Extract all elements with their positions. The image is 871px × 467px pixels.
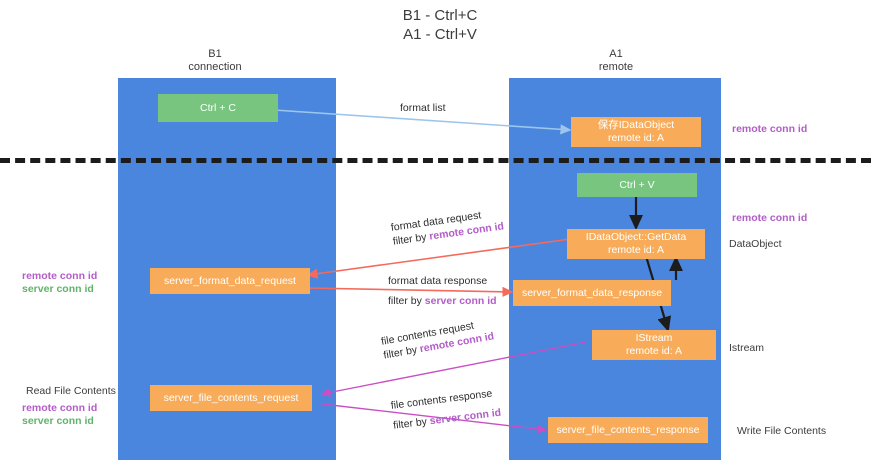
- filter-prefix: filter by: [388, 295, 425, 307]
- edge-file-contents-response: [321, 403, 548, 434]
- section-divider: [0, 158, 871, 163]
- lane-header-a1-line-2: remote: [598, 61, 634, 73]
- node-istream[interactable]: IStream remote id: A: [592, 330, 716, 360]
- edge-label-format-list-text: format list: [400, 102, 446, 114]
- node-save-dataobject[interactable]: 保存IDataObject remote id: A: [571, 117, 701, 147]
- annotation-server-conn-id-left-2: server conn id: [22, 415, 94, 427]
- annotation-remote-conn-id-top: remote conn id: [732, 123, 808, 135]
- node-getdata[interactable]: IDataObject::GetData remote id: A: [567, 229, 705, 259]
- annotation-dataobject: DataObject: [729, 238, 782, 250]
- node-ctrl-c[interactable]: Ctrl + C: [158, 94, 278, 122]
- node-save-dataobject-line-1: 保存IDataObject: [597, 119, 675, 131]
- lane-header-b1: B1 connection: [155, 48, 275, 74]
- node-getdata-line-2: remote id: A: [607, 244, 665, 256]
- node-server-format-data-request[interactable]: server_format_data_request: [150, 268, 310, 294]
- annotation-remote-conn-id-mid: remote conn id: [732, 212, 808, 224]
- filter-target: server conn id: [424, 295, 497, 307]
- edge-file-contents-request: [320, 341, 587, 397]
- diagram-title-line-1: B1 - Ctrl+C: [402, 7, 478, 24]
- node-server-file-contents-request-label: server_file_contents_request: [163, 391, 299, 404]
- edge-label-format-data-response-filter: filter by server conn id: [388, 294, 497, 308]
- node-server-file-contents-response-label: server_file_contents_response: [556, 423, 700, 436]
- annotation-istream: Istream: [729, 342, 765, 354]
- node-server-file-contents-response[interactable]: server_file_contents_response: [548, 417, 708, 443]
- node-istream-line-1: IStream: [635, 332, 673, 344]
- edge-format-data-request: [306, 237, 579, 279]
- edge-label-format-list: format list: [400, 101, 446, 115]
- node-server-file-contents-request[interactable]: server_file_contents_request: [150, 385, 312, 411]
- annotation-read-file-contents: Read File Contents: [26, 385, 116, 397]
- node-ctrl-v-label: Ctrl + V: [619, 178, 655, 191]
- edge-label-format-data-response-text: format data response: [388, 275, 488, 287]
- annotation-write-file-contents: Write File Contents: [737, 425, 827, 437]
- node-save-dataobject-line-2: remote id: A: [607, 132, 665, 144]
- lane-header-a1: A1 remote: [556, 48, 676, 74]
- edge-format-data-response: [307, 286, 514, 297]
- edge-label-format-data-response: format data response filter by server co…: [388, 274, 497, 308]
- edge-format-list: [273, 109, 572, 135]
- node-server-format-data-response[interactable]: server_format_data_response: [513, 280, 671, 306]
- lane-header-b1-line-2: connection: [188, 61, 242, 73]
- annotation-remote-conn-id-left-2: remote conn id: [22, 402, 98, 414]
- node-ctrl-c-label: Ctrl + C: [200, 101, 236, 114]
- lane-header-a1-line-1: A1: [609, 48, 623, 60]
- node-getdata-line-1: IDataObject::GetData: [585, 231, 687, 243]
- annotation-remote-conn-id-left: remote conn id: [22, 270, 98, 282]
- node-server-format-data-response-label: server_format_data_response: [521, 286, 663, 299]
- lane-header-b1-line-1: B1: [208, 48, 222, 60]
- diagram-title: B1 - Ctrl+C A1 - Ctrl+V: [330, 6, 550, 44]
- annotation-server-conn-id-left: server conn id: [22, 283, 94, 295]
- node-istream-line-2: remote id: A: [625, 345, 683, 357]
- node-server-format-data-request-label: server_format_data_request: [164, 274, 296, 287]
- node-ctrl-v[interactable]: Ctrl + V: [577, 173, 697, 197]
- diagram-title-line-2: A1 - Ctrl+V: [403, 26, 477, 43]
